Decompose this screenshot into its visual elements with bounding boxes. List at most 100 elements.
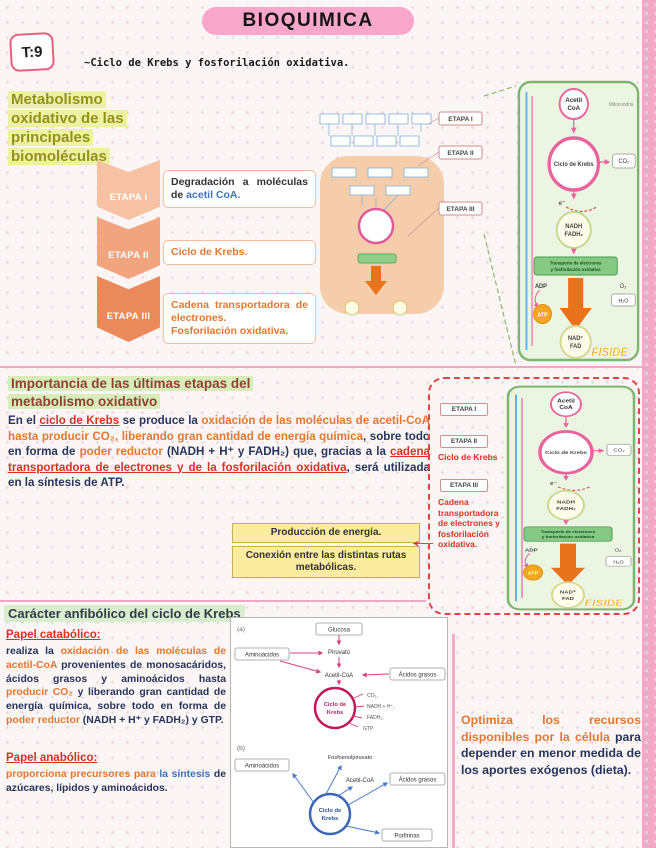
side-etapa1-box: ETAPA I xyxy=(440,403,488,416)
section2-heading: Importancia de las últimas etapas del me… xyxy=(8,375,254,411)
side-etapa2-box: ETAPA II xyxy=(440,435,488,448)
summary-dashed-panel: ETAPA I ETAPA II Ciclo de Krebs ETAPA II… xyxy=(428,377,640,615)
cat-poder-reductor: poder reductor xyxy=(6,714,80,726)
connection-note-box: Conexión entre las distintas rutas metab… xyxy=(232,546,420,578)
pathway-etapa1-label: ETAPA I xyxy=(448,116,473,123)
etapa1-description-text: Degradación a moléculas de xyxy=(171,176,308,201)
krebs-circle-b xyxy=(308,792,352,836)
side-krebs-label: Ciclo de Krebs xyxy=(438,452,498,462)
etapa1-chevron: ETAPA I xyxy=(97,160,160,220)
krebs-a-label-1: Ciclo de xyxy=(324,702,347,708)
anabolic-title: Papel anabólico: xyxy=(6,752,98,764)
energy-note-box: Producción de energía. xyxy=(232,523,420,543)
aminoacidos-label-b: Aminoácidos xyxy=(245,764,279,770)
ana-sintesis: la síntesis xyxy=(159,769,214,780)
acidos-grasos-label-b: Ácidos grasos xyxy=(399,777,437,784)
acetil-coa-circle xyxy=(550,391,582,418)
krebs-label: Ciclo de Krebs xyxy=(554,162,594,168)
arrow-krebs-acidos xyxy=(347,782,389,806)
fad-label: FAD xyxy=(562,596,574,601)
transport-label-1: Transporte de electrones xyxy=(550,260,602,265)
pathway-cofactor-right xyxy=(392,300,408,316)
para-oxidation-highlight: oxidación de las moléculas de acetil-CoA… xyxy=(8,414,431,443)
etapa2-description-box: Ciclo de Krebs. xyxy=(163,240,316,265)
para-cadena-link: cadena transportadora de electrones y de… xyxy=(8,445,430,474)
krebs-a-label-2: Krebs xyxy=(327,710,343,716)
section3-heading: Carácter anfibólico del ciclo de Krebs xyxy=(4,605,245,622)
para-text: , sobre todo en forma de xyxy=(8,429,430,459)
nad-label: NAD⁺ xyxy=(568,335,583,342)
pathway-atp-arrow xyxy=(365,266,387,295)
out-gtp: GTP xyxy=(363,726,374,732)
atp-label: ATP xyxy=(538,312,548,318)
adp-label: ADP xyxy=(525,548,538,553)
fiside-watermark: FISIDE xyxy=(585,598,624,609)
fad-label: FAD xyxy=(570,344,581,350)
section2-heading-line1: Importancia de las últimas etapas del xyxy=(8,376,254,391)
arrow-krebs-acetil xyxy=(337,786,354,797)
ana-precursores: proporciona precursores para xyxy=(6,769,160,780)
ana-text: de azúcares, lípidos y aminoácidos. xyxy=(6,769,226,794)
nadh-label: NADH xyxy=(565,224,582,230)
transport-chain-box xyxy=(523,526,613,542)
adp-label: ADP xyxy=(535,284,547,290)
acetilcoa-label-b: Acetil-CoA xyxy=(346,778,374,784)
note-optimiza: Optimiza los recursos disponibles por la… xyxy=(461,713,641,744)
note-text: para depender en menor medida de los apo… xyxy=(461,729,641,777)
acetil-label-2: CoA xyxy=(567,105,580,112)
acetil-label-2: CoA xyxy=(559,406,573,411)
zoom-dashed-lines xyxy=(483,85,517,367)
electron-flow-dashes xyxy=(557,486,591,491)
section1-heading-line4: biomoléculas xyxy=(8,148,110,165)
arrow-krebs-fosfo xyxy=(325,764,342,795)
etapa3-description-box: Cadena transportadora de electrones. Fos… xyxy=(163,293,316,344)
etapa2-chevron-label: ETAPA II xyxy=(108,249,149,261)
para-text: (NADH + H⁺ y FADH₂) que, gracias a la xyxy=(162,445,391,458)
electrons-label: e⁻ xyxy=(550,482,557,487)
arrow-amino-acetil xyxy=(279,660,322,674)
out-nadh: NADH + H⁺, xyxy=(367,704,395,710)
para-text: En el xyxy=(8,414,40,427)
fiside-watermark: FISIDE xyxy=(591,346,629,359)
page-title-pill: BIOQUIMICA xyxy=(202,7,414,35)
out-co2: CO₂, xyxy=(367,693,378,699)
transport-label-1: Transporte de electrones xyxy=(541,529,596,533)
h2o-box xyxy=(605,556,632,567)
etapa3-chevron: ETAPA III xyxy=(97,276,160,342)
aminoacidos-box-a xyxy=(234,647,290,661)
catabolic-diagram: (a) Glucosa Piruvato Aminoácidos Acetil-… xyxy=(234,622,446,732)
mitochondria-diagram-2: Acetil CoA Ciclo de Krebs CO₂ e⁻ NADH FA… xyxy=(506,385,636,611)
cat-oxidation: oxidación de las moléculas de acetil-CoA xyxy=(6,646,226,671)
cat-text: y liberando gran cantidad de energía quí… xyxy=(6,687,226,713)
electrons-label: e⁻ xyxy=(559,200,566,207)
acidos-grasos-label-a: Ácidos grasos xyxy=(399,672,437,679)
krebs-label: Ciclo de Krebs xyxy=(545,450,587,455)
krebs-cycle-ring xyxy=(538,430,594,475)
pathway-etapa3-label: ETAPA III xyxy=(446,206,474,213)
section1-heading-line1: Metabolismo xyxy=(8,91,106,108)
optimization-note: Optimiza los recursos disponibles por la… xyxy=(461,712,641,778)
output-arrows-a xyxy=(348,693,365,728)
glucosa-label: Glucosa xyxy=(328,628,351,634)
etapa1-description-accent: acetil CoA. xyxy=(186,189,241,201)
diagram-a-tag: (a) xyxy=(237,626,245,633)
krebs-circle-a xyxy=(313,686,357,730)
mitocondria-label: Mitocondria xyxy=(609,102,634,108)
atp-circle xyxy=(523,564,543,581)
pathway-connectors-top xyxy=(328,124,422,136)
mitochondria-diagram-1: Mitocondria Acetil CoA Ciclo de Krebs CO… xyxy=(517,80,640,362)
section-divider-2 xyxy=(0,600,426,602)
nad-fad-circle xyxy=(551,581,585,609)
anabolic-paragraph: proporciona precursores para la síntesis… xyxy=(6,768,226,796)
note-dieta: (dieta). xyxy=(590,762,632,777)
aminoacidos-label-a: Aminoácidos xyxy=(245,653,279,659)
etapa3-description-line1: Cadena transportadora de electrones. xyxy=(171,299,308,324)
catabolic-paragraph: realiza la oxidación de las moléculas de… xyxy=(6,645,226,728)
catabolic-title: Papel catabólico: xyxy=(6,629,101,641)
para-krebs-link: ciclo de Krebs xyxy=(39,414,120,427)
acidos-grasos-box-a xyxy=(389,667,446,681)
page-edge-strip xyxy=(642,0,656,848)
fadh-label: FADH₂ xyxy=(565,232,584,238)
transport-label-2: y fosforilación oxidativa xyxy=(542,535,595,539)
